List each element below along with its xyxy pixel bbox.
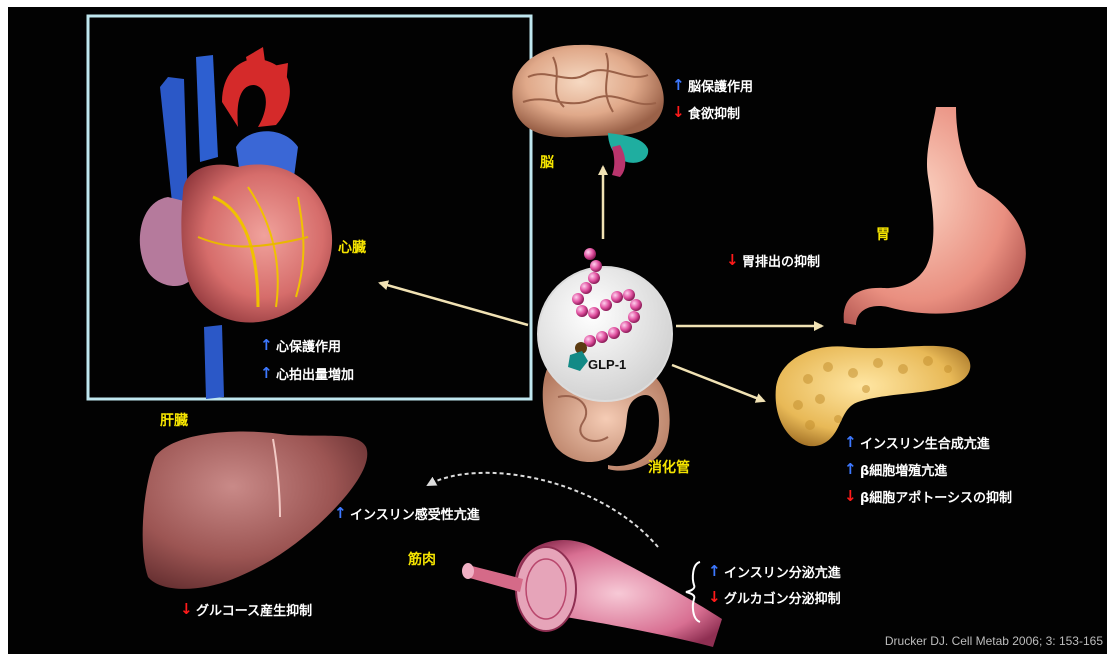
brain-effect-2: ↓ 食欲抑制 (672, 103, 740, 121)
secretion-effect-1: ↑ インスリン分泌亢進 (708, 562, 841, 580)
heart-effect-2-text: 心拍出量増加 (276, 364, 354, 383)
up-arrow-icon: ↑ (672, 76, 682, 94)
illustration-layer (8, 7, 1107, 654)
down-arrow-icon: ↓ (844, 487, 854, 505)
up-arrow-icon: ↑ (844, 433, 854, 451)
arrow-to-heart (380, 283, 528, 325)
up-arrow-icon: ↑ (844, 460, 854, 478)
heart-effect-1: ↑ 心保護作用 (260, 336, 341, 354)
stomach-effect-1-text: 胃排出の抑制 (742, 251, 820, 270)
secretion-effect-2-text: グルカゴン分泌抑制 (724, 588, 841, 607)
heart-effect-1-text: 心保護作用 (276, 336, 341, 355)
stomach-illustration (844, 107, 1026, 325)
liver-label: 肝臓 (160, 410, 188, 430)
pancreas-illustration (776, 346, 971, 446)
up-arrow-icon: ↑ (334, 504, 344, 522)
brain-illustration (512, 45, 663, 177)
heart-label: 心臓 (338, 237, 366, 257)
pancreas-effect-1-text: インスリン生合成亢進 (860, 433, 990, 452)
glp1-label: GLP-1 (588, 357, 626, 372)
arrow-to-pancreas (672, 365, 764, 401)
secretion-effect-2: ↓ グルカゴン分泌抑制 (708, 588, 841, 606)
brain-effect-1-text: 脳保護作用 (688, 76, 753, 95)
up-arrow-icon: ↑ (708, 562, 718, 580)
heart-effect-2: ↑ 心拍出量増加 (260, 364, 354, 382)
liver-effect-1-text: グルコース産生抑制 (196, 600, 312, 619)
down-arrow-icon: ↓ (708, 588, 718, 606)
pancreas-effect-2-text: β細胞増殖亢進 (860, 460, 947, 479)
muscle-label: 筋肉 (408, 549, 436, 569)
pancreas-effect-1: ↑ インスリン生合成亢進 (844, 433, 990, 451)
gut-label: 消化管 (648, 457, 690, 477)
pancreas-effect-3-text: β細胞アポトーシスの抑制 (860, 487, 1012, 506)
stomach-label: 胃 (876, 224, 890, 244)
brain-effect-1: ↑ 脳保護作用 (672, 76, 753, 94)
stomach-effect-1: ↓ 胃排出の抑制 (726, 251, 820, 269)
muscle-illustration (462, 540, 722, 647)
diagram-canvas: GLP-1 心臓 ↑ 心保護作用 ↑ 心拍出量増加 脳 ↑ 脳保護作用 ↓ 食欲… (8, 7, 1107, 654)
pancreas-effect-2: ↑ β細胞増殖亢進 (844, 460, 947, 478)
secretion-effect-1-text: インスリン分泌亢進 (724, 562, 841, 581)
brain-effect-2-text: 食欲抑制 (688, 103, 740, 122)
up-arrow-icon: ↑ (260, 364, 270, 382)
pancreas-effect-3: ↓ β細胞アポトーシスの抑制 (844, 487, 1012, 505)
muscle-effect-1: ↑ インスリン感受性亢進 (334, 504, 480, 522)
muscle-effect-1-text: インスリン感受性亢進 (350, 504, 480, 523)
up-arrow-icon: ↑ (260, 336, 270, 354)
liver-effect-1: ↓ グルコース産生抑制 (180, 600, 312, 618)
down-arrow-icon: ↓ (180, 600, 190, 618)
brain-label: 脳 (540, 152, 554, 172)
down-arrow-icon: ↓ (726, 251, 736, 269)
citation: Drucker DJ. Cell Metab 2006; 3: 153-165 (885, 634, 1103, 648)
down-arrow-icon: ↓ (672, 103, 682, 121)
